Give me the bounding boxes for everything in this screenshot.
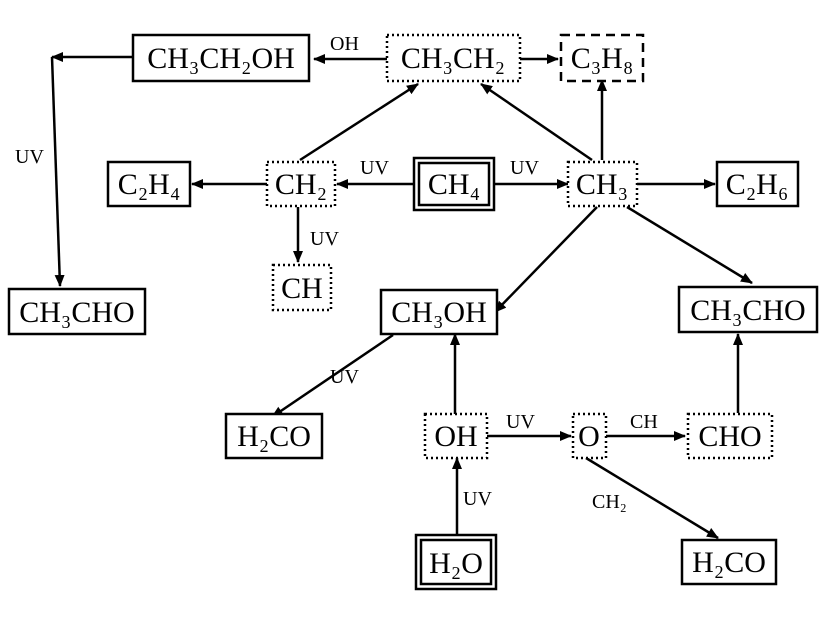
node-ch3: CH₃	[566, 160, 639, 208]
node-c3h8-label: C₃H₈	[571, 42, 634, 75]
node-h2co-right: H₂CO	[680, 538, 778, 586]
node-h2co-right-label: H₂CO	[692, 546, 766, 579]
node-ch3oh-label: CH₃OH	[391, 296, 486, 329]
node-c2h4: C₂H₄	[106, 160, 192, 208]
edge-ch3-to-ch3cho	[626, 205, 753, 285]
node-oh: OH	[423, 412, 489, 460]
edge-ch3-to-ch3oh	[494, 206, 598, 313]
edge-labels: OH UV UV UV UV UV UV CH UV CH₂	[15, 33, 658, 513]
node-h2co-left-label: H₂CO	[237, 420, 311, 453]
node-c2h4-label: C₂H₄	[118, 168, 181, 201]
node-h2o-label: H₂O	[429, 547, 483, 580]
edge-ch2-to-ch3ch2	[299, 82, 419, 162]
edge-label-h2o-to-oh: UV	[463, 488, 492, 510]
node-ch3ch2oh-label: CH₃CH₂OH	[147, 42, 295, 75]
node-ch3ch2-label: CH₃CH₂	[401, 42, 505, 75]
edge-label-o-to-h2co: CH₂	[592, 491, 627, 513]
node-ch3-label: CH₃	[576, 168, 628, 201]
edge-label-oh-to-o: UV	[506, 411, 535, 433]
node-ch4-label: CH₄	[428, 168, 480, 201]
node-cho: CHO	[686, 412, 774, 460]
edge-label-o-to-cho: CH	[630, 411, 658, 433]
edge-label-ethanol-down: UV	[15, 146, 44, 168]
node-c2h6: C₂H₆	[715, 160, 800, 208]
node-o-label: O	[578, 420, 600, 453]
edge-ch3-to-ch3ch2	[480, 82, 593, 162]
node-ch: CH	[271, 263, 333, 312]
node-ch-label: CH	[281, 272, 323, 305]
edge-label-ch4-to-ch3: UV	[510, 157, 539, 179]
edge-left-down-to-ch3cho	[50, 56, 65, 287]
nodes: CH₃CH₂OH CH₃CH₂ C₃H₈ C₂H₄ CH₂ CH₄ CH₃	[7, 33, 819, 591]
node-o: O	[571, 412, 608, 460]
node-ch3cho-left: CH₃CHO	[7, 287, 147, 336]
node-ch2: CH₂	[265, 160, 337, 208]
node-c3h8: C₃H₈	[559, 33, 645, 83]
edges	[50, 52, 753, 540]
edge-label-ch4-to-ch2: UV	[360, 157, 389, 179]
edge-label-ch3oh-to-h2co: UV	[330, 366, 359, 388]
node-ch3oh: CH₃OH	[379, 288, 499, 336]
edge-o-to-h2co	[585, 456, 719, 540]
node-ch3cho-right: CH₃CHO	[677, 285, 819, 334]
node-oh-label: OH	[434, 420, 477, 453]
node-ch2-label: CH₂	[275, 168, 327, 201]
edge-label-oh-to-ethanol: OH	[330, 33, 359, 55]
edge-label-ch2-to-ch: UV	[310, 228, 339, 250]
node-ch4: CH₄	[412, 156, 496, 212]
node-ch3cho-left-label: CH₃CHO	[19, 296, 134, 329]
node-ch3cho-right-label: CH₃CHO	[690, 294, 805, 327]
node-ch3ch2oh: CH₃CH₂OH	[131, 33, 311, 83]
node-c2h6-label: C₂H₆	[726, 168, 789, 201]
node-h2co-left: H₂CO	[224, 412, 324, 460]
node-ch3ch2: CH₃CH₂	[385, 33, 522, 83]
node-h2o: H₂O	[414, 533, 498, 591]
edge-ch3oh-to-h2co	[271, 333, 394, 419]
node-cho-label: CHO	[698, 420, 761, 453]
